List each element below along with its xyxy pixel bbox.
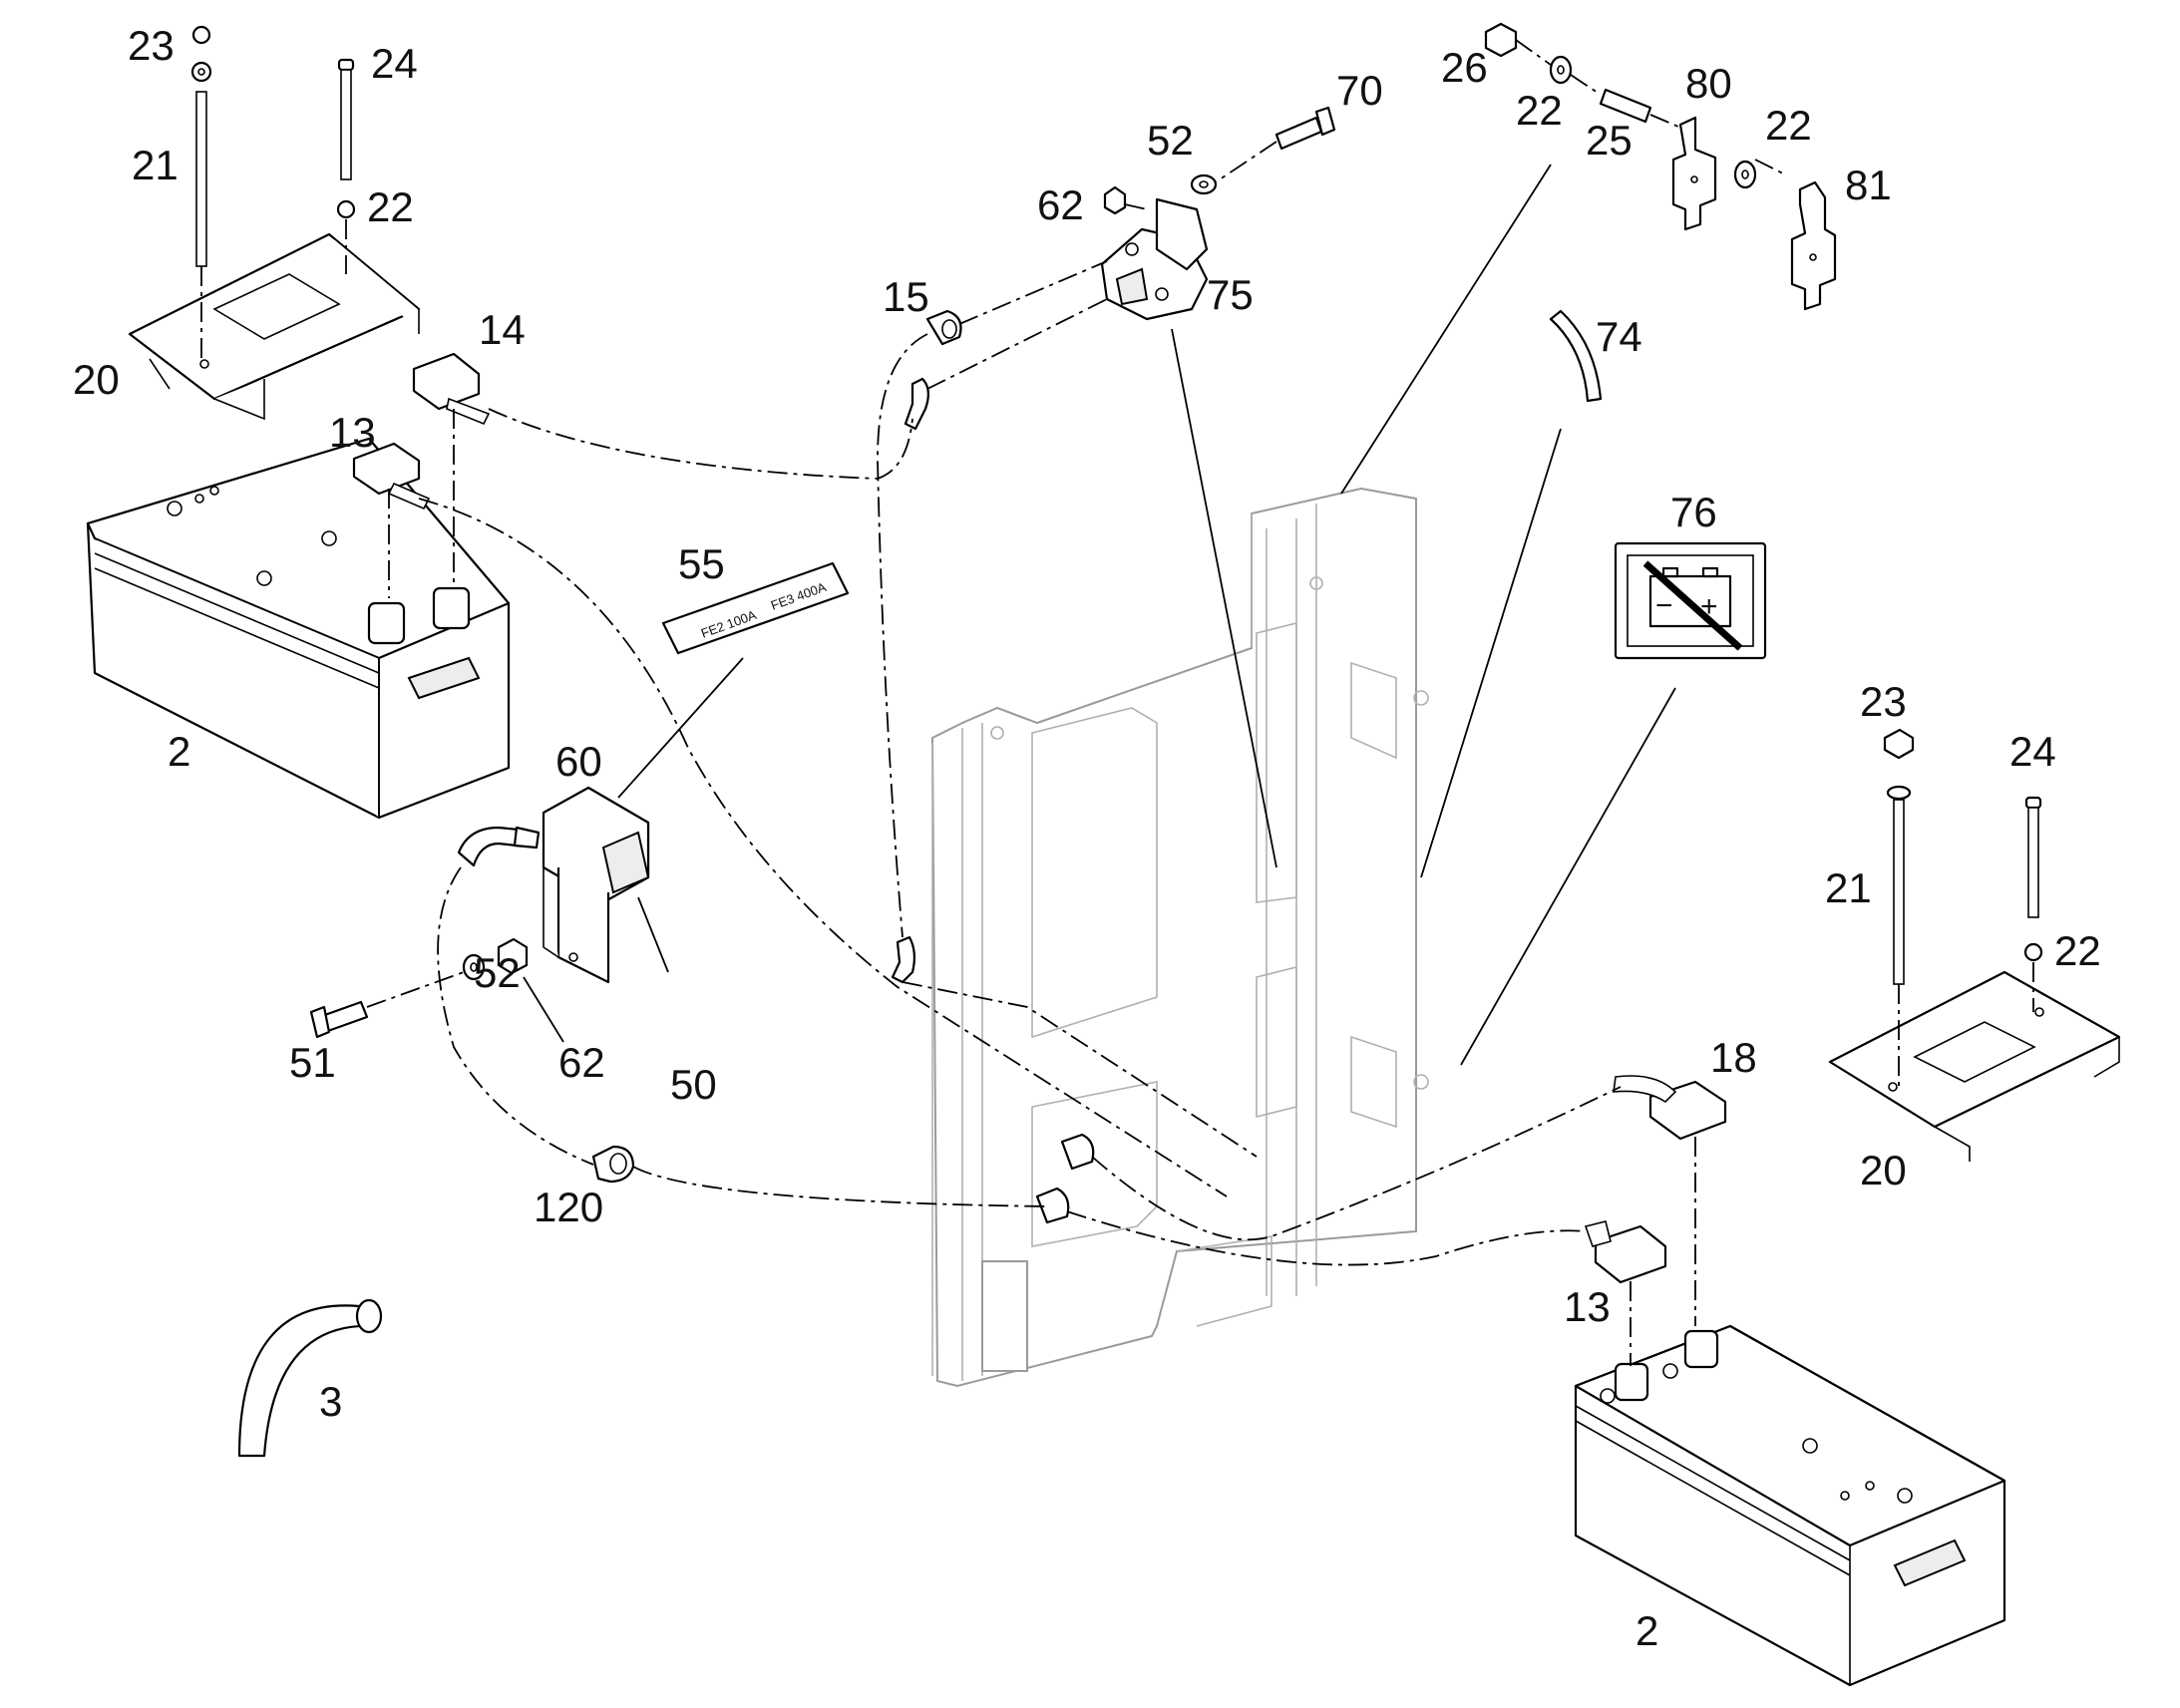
hose-3: [237, 1298, 383, 1458]
fuse-80: [1671, 116, 1717, 231]
terminal-15: [904, 260, 1108, 431]
battery-disconnect-icon: − +: [1642, 560, 1743, 651]
callout-2-left: 2: [168, 728, 190, 775]
bolt-70: [1216, 106, 1336, 182]
fuse-holder-60: [542, 786, 669, 984]
callout-22-right: 22: [2054, 927, 2101, 974]
callout-23-top: 23: [128, 22, 175, 69]
callout-24-right: 24: [2009, 728, 2056, 775]
stud-25: [1599, 88, 1652, 124]
callout-18: 18: [1710, 1034, 1757, 1081]
callout-26: 26: [1441, 44, 1488, 91]
callout-22-a: 22: [1516, 87, 1563, 134]
nut-62-left: [497, 937, 564, 1043]
battery-left: [86, 437, 511, 820]
callout-15: 15: [883, 273, 929, 320]
battery-right: [1574, 1324, 2006, 1687]
callout-24-top: 24: [371, 40, 418, 87]
terminal-cover-13-left: [352, 442, 431, 598]
bolt-51: [309, 971, 465, 1039]
callout-22-b: 22: [1765, 102, 1812, 149]
callout-14: 14: [479, 306, 526, 353]
washer-22-b: [1733, 160, 1757, 189]
callout-20-top: 20: [73, 356, 120, 403]
nut-62-top: [1103, 185, 1148, 215]
callout-76: 76: [1670, 489, 1717, 535]
callout-20-right: 20: [1860, 1147, 1907, 1194]
washer-52-left: [462, 953, 486, 981]
callout-55: 55: [678, 540, 725, 587]
callout-23-right: 23: [1860, 678, 1907, 725]
terminal-cover-18: [1613, 1075, 1727, 1326]
callout-81: 81: [1845, 162, 1892, 208]
hold-down-clamp-right: [1828, 970, 2121, 1162]
callout-3: 3: [319, 1378, 342, 1425]
callout-62-left: 62: [558, 1039, 605, 1086]
callout-21-top: 21: [132, 142, 179, 188]
washer-22-a: [1549, 55, 1573, 85]
callout-25: 25: [1586, 117, 1633, 164]
callout-13-right: 13: [1564, 1283, 1611, 1330]
frame-terminals: [891, 935, 1095, 1224]
tie-rod-24-right: [2023, 796, 2043, 1012]
nut-26: [1484, 22, 1518, 58]
tie-rod-21-right: [1883, 728, 1915, 1087]
hold-down-clamp-left: [128, 232, 421, 421]
callout-60: 60: [555, 738, 602, 785]
fuse-81: [1790, 180, 1837, 311]
callout-80: 80: [1685, 60, 1732, 107]
callout-13-top: 13: [329, 409, 376, 456]
callout-70: 70: [1336, 67, 1383, 114]
strip-74: [1420, 309, 1603, 878]
callout-52-left: 52: [474, 949, 521, 996]
callout-51: 51: [289, 1039, 336, 1086]
callout-2-right: 2: [1635, 1607, 1658, 1654]
cable-clip-120: [591, 1145, 635, 1184]
washer-52-top: [1190, 173, 1218, 195]
callout-62-top: 62: [1037, 181, 1084, 228]
fuse-cable-end: [457, 826, 541, 867]
tie-rod-21-left: [190, 25, 212, 359]
callout-120: 120: [534, 1184, 603, 1230]
minus-glyph: −: [1655, 589, 1673, 622]
terminal-cover-14: [412, 352, 491, 588]
battery-frame: [930, 487, 1429, 1388]
callout-21-right: 21: [1825, 864, 1872, 911]
cable-routes: [418, 333, 1622, 1266]
warning-decal-76: − +: [1460, 541, 1767, 1066]
terminal-cover-13-right: [1584, 1220, 1667, 1366]
leader-25: [1340, 164, 1552, 495]
disconnect-switch-75: [1100, 197, 1277, 868]
hardware-axis-top: [1515, 39, 1786, 175]
tie-rod-24-left: [336, 58, 356, 274]
callout-75: 75: [1207, 271, 1254, 318]
callout-50: 50: [670, 1061, 717, 1108]
callout-74: 74: [1596, 313, 1642, 360]
callout-52-top: 52: [1147, 117, 1194, 164]
callout-22-top: 22: [367, 183, 414, 230]
